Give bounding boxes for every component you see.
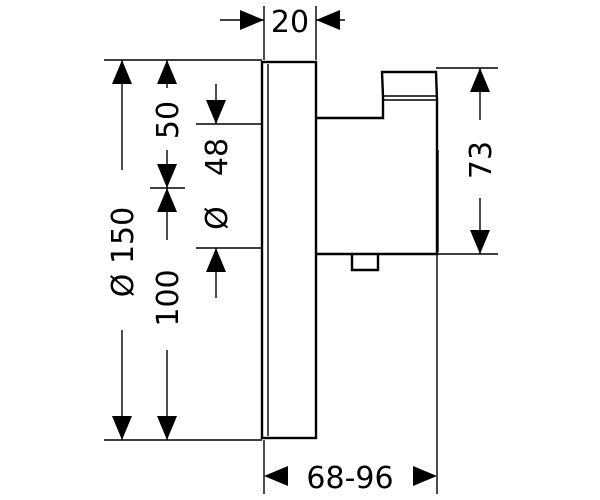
left-extension-lines xyxy=(104,59,262,441)
arrow-150-bottom xyxy=(112,416,132,440)
arrow-bottom-left xyxy=(264,466,288,486)
arrow-top-right xyxy=(316,10,340,30)
dim-label-100: 100 xyxy=(151,269,186,326)
arrow-100-bottom xyxy=(157,416,177,440)
arrow-150-top xyxy=(112,60,132,84)
part-outline xyxy=(260,60,439,440)
dim-top-20: 20 xyxy=(220,5,345,60)
dim-label-68-96: 68-96 xyxy=(306,461,393,496)
thermostat-housing xyxy=(316,70,439,256)
arrow-48-top xyxy=(206,100,226,124)
bottom-stub xyxy=(350,254,380,272)
dim-label-48-diameter-symbol: Ø xyxy=(200,206,235,230)
arrow-right-top xyxy=(470,68,490,92)
dim-label-73: 73 xyxy=(464,141,499,179)
arrow-right-bottom xyxy=(470,230,490,254)
arrow-top-left xyxy=(240,10,264,30)
dim-dia-48: 48 Ø xyxy=(200,84,235,298)
cover-plate xyxy=(260,60,318,440)
dim-label-48: 48 xyxy=(200,138,235,176)
dim-label-50: 50 xyxy=(151,101,186,139)
dim-bottom-68-96: 68-96 xyxy=(263,254,438,496)
dim-label-dia-150: Ø 150 xyxy=(106,207,141,297)
dim-right-73: 73 xyxy=(436,67,499,255)
arrow-48-bottom xyxy=(206,248,226,272)
dim-lower-100: 100 xyxy=(151,188,186,440)
arrow-50-top xyxy=(157,60,177,84)
arrow-100-top xyxy=(157,188,177,212)
dim-dia-150: Ø 150 xyxy=(106,60,141,440)
dim-upper-50: 50 xyxy=(151,60,186,188)
arrow-bottom-right xyxy=(413,466,437,486)
dim-label-20: 20 xyxy=(271,5,309,40)
arrow-50-bottom xyxy=(157,164,177,188)
